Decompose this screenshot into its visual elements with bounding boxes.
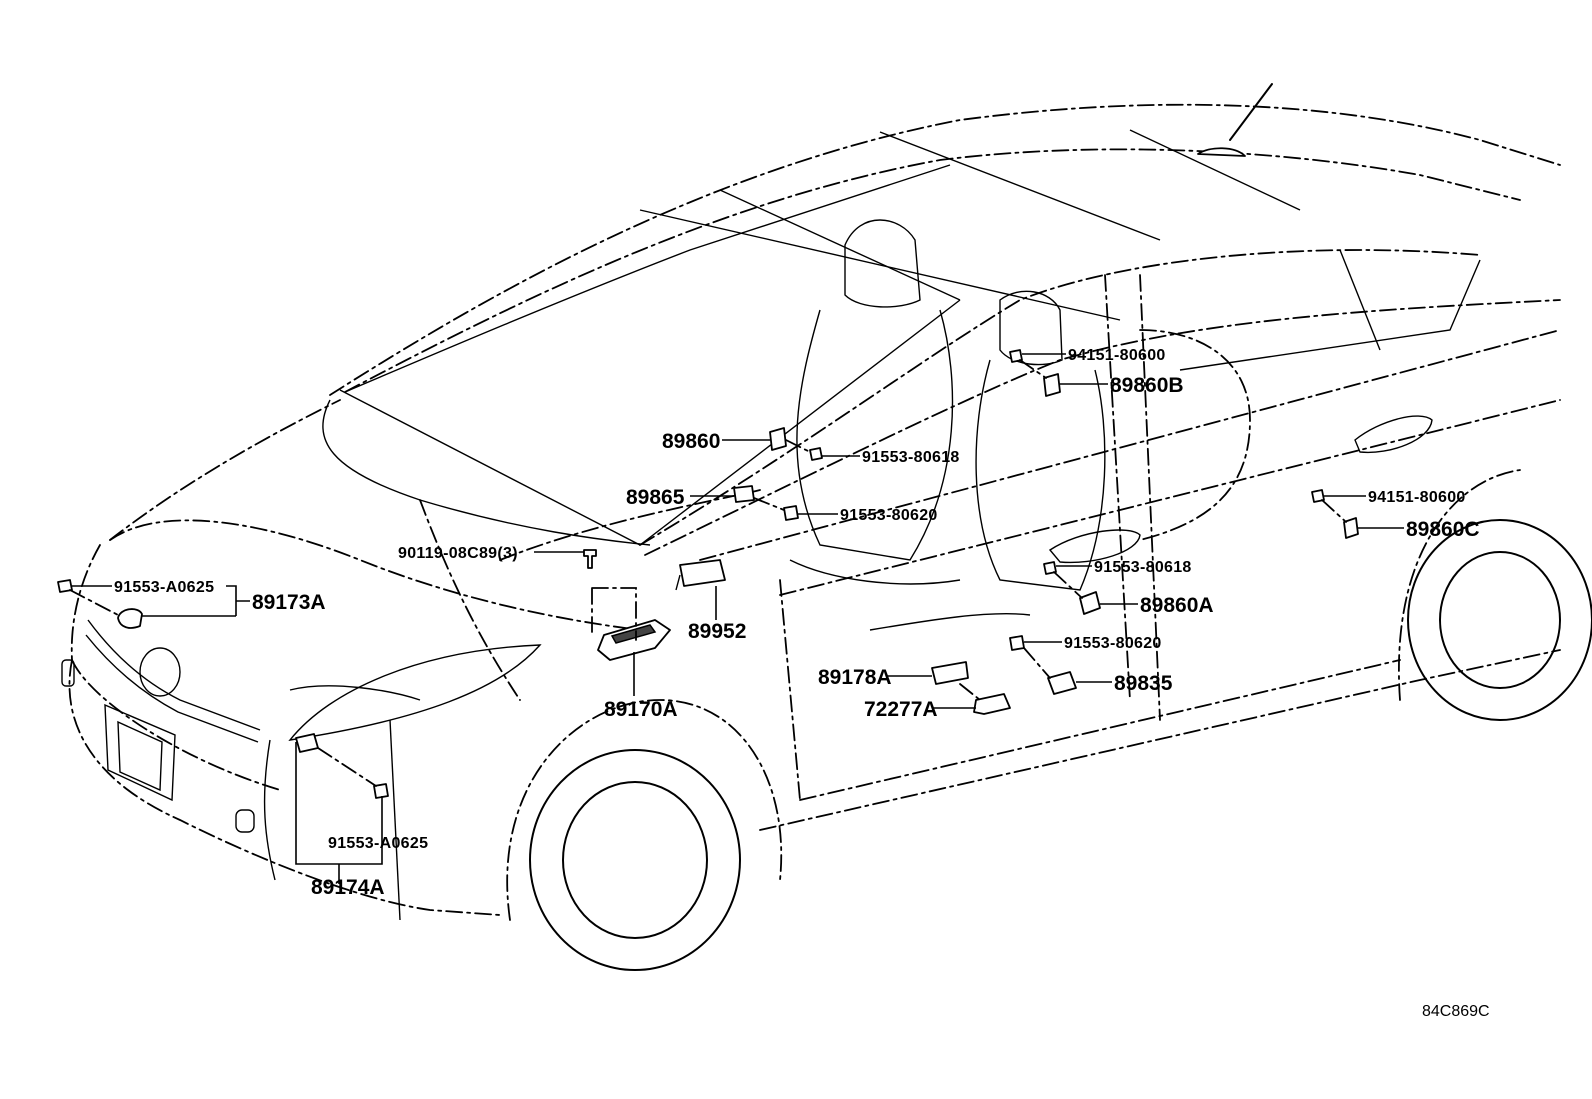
- bolt-91553-A0625-top: [57, 579, 73, 593]
- label-94151-80600-left: 94151-80600: [1068, 347, 1166, 364]
- label-89170A: 89170A: [604, 698, 678, 721]
- label-91553-80618-lower: 91553-80618: [1094, 559, 1192, 576]
- bolt-91553-80620-lower: [1009, 635, 1025, 651]
- sensor-89178A: [931, 661, 969, 685]
- label-94151-80600-right: 94151-80600: [1368, 489, 1466, 506]
- nut-94151-80600-right: [1311, 489, 1325, 503]
- bolt-91553-A0625-bottom: [373, 783, 389, 799]
- label-91553-A0625-top: 91553-A0625: [114, 579, 214, 596]
- sensor-89860A: [1079, 591, 1101, 615]
- nut-94151-80600-left: [1009, 349, 1023, 363]
- car-body-outline: [61, 83, 1592, 971]
- label-89860B: 89860B: [1110, 374, 1184, 397]
- diagram-reference-code: 84C869C: [1422, 1003, 1490, 1020]
- sensor-89860B: [1043, 373, 1061, 397]
- bolt-91553-80618-upper: [809, 447, 823, 461]
- parts: [57, 349, 1359, 799]
- bolt-90119-08C89: [583, 549, 597, 569]
- label-89860C: 89860C: [1406, 518, 1480, 541]
- sensor-89860: [769, 427, 787, 451]
- sensor-89174A: [295, 733, 319, 753]
- label-91553-A0625-bottom: 91553-A0625: [328, 835, 428, 852]
- label-89835: 89835: [1114, 672, 1173, 695]
- label-89178A: 89178A: [818, 666, 892, 689]
- label-90119-08C89: 90119-08C89(3): [398, 545, 518, 562]
- sensor-89173A: [117, 608, 143, 629]
- label-89865: 89865: [626, 486, 685, 509]
- label-72277A: 72277A: [864, 698, 938, 721]
- label-91553-80620-upper: 91553-80620: [840, 507, 938, 524]
- label-89174A: 89174A: [311, 876, 385, 899]
- label-89860A: 89860A: [1140, 594, 1214, 617]
- part-labels: 91553-A0625 89173A 91553-A0625 89174A 90…: [114, 347, 1490, 1020]
- bolt-91553-80620-upper: [783, 505, 799, 521]
- label-89173A: 89173A: [252, 591, 326, 614]
- leader-lines: [72, 353, 1404, 884]
- label-91553-80620-lower: 91553-80620: [1064, 635, 1162, 652]
- label-89860: 89860: [662, 430, 720, 453]
- sensor-89860C: [1343, 517, 1359, 539]
- bracket-89952: [679, 559, 726, 587]
- label-89952: 89952: [688, 620, 746, 643]
- bolt-91553-80618-lower: [1043, 561, 1057, 575]
- label-91553-80618-upper: 91553-80618: [862, 449, 960, 466]
- sensor-89865: [733, 485, 755, 503]
- bracket-72277A: [973, 693, 1011, 715]
- sensor-89835: [1047, 671, 1077, 695]
